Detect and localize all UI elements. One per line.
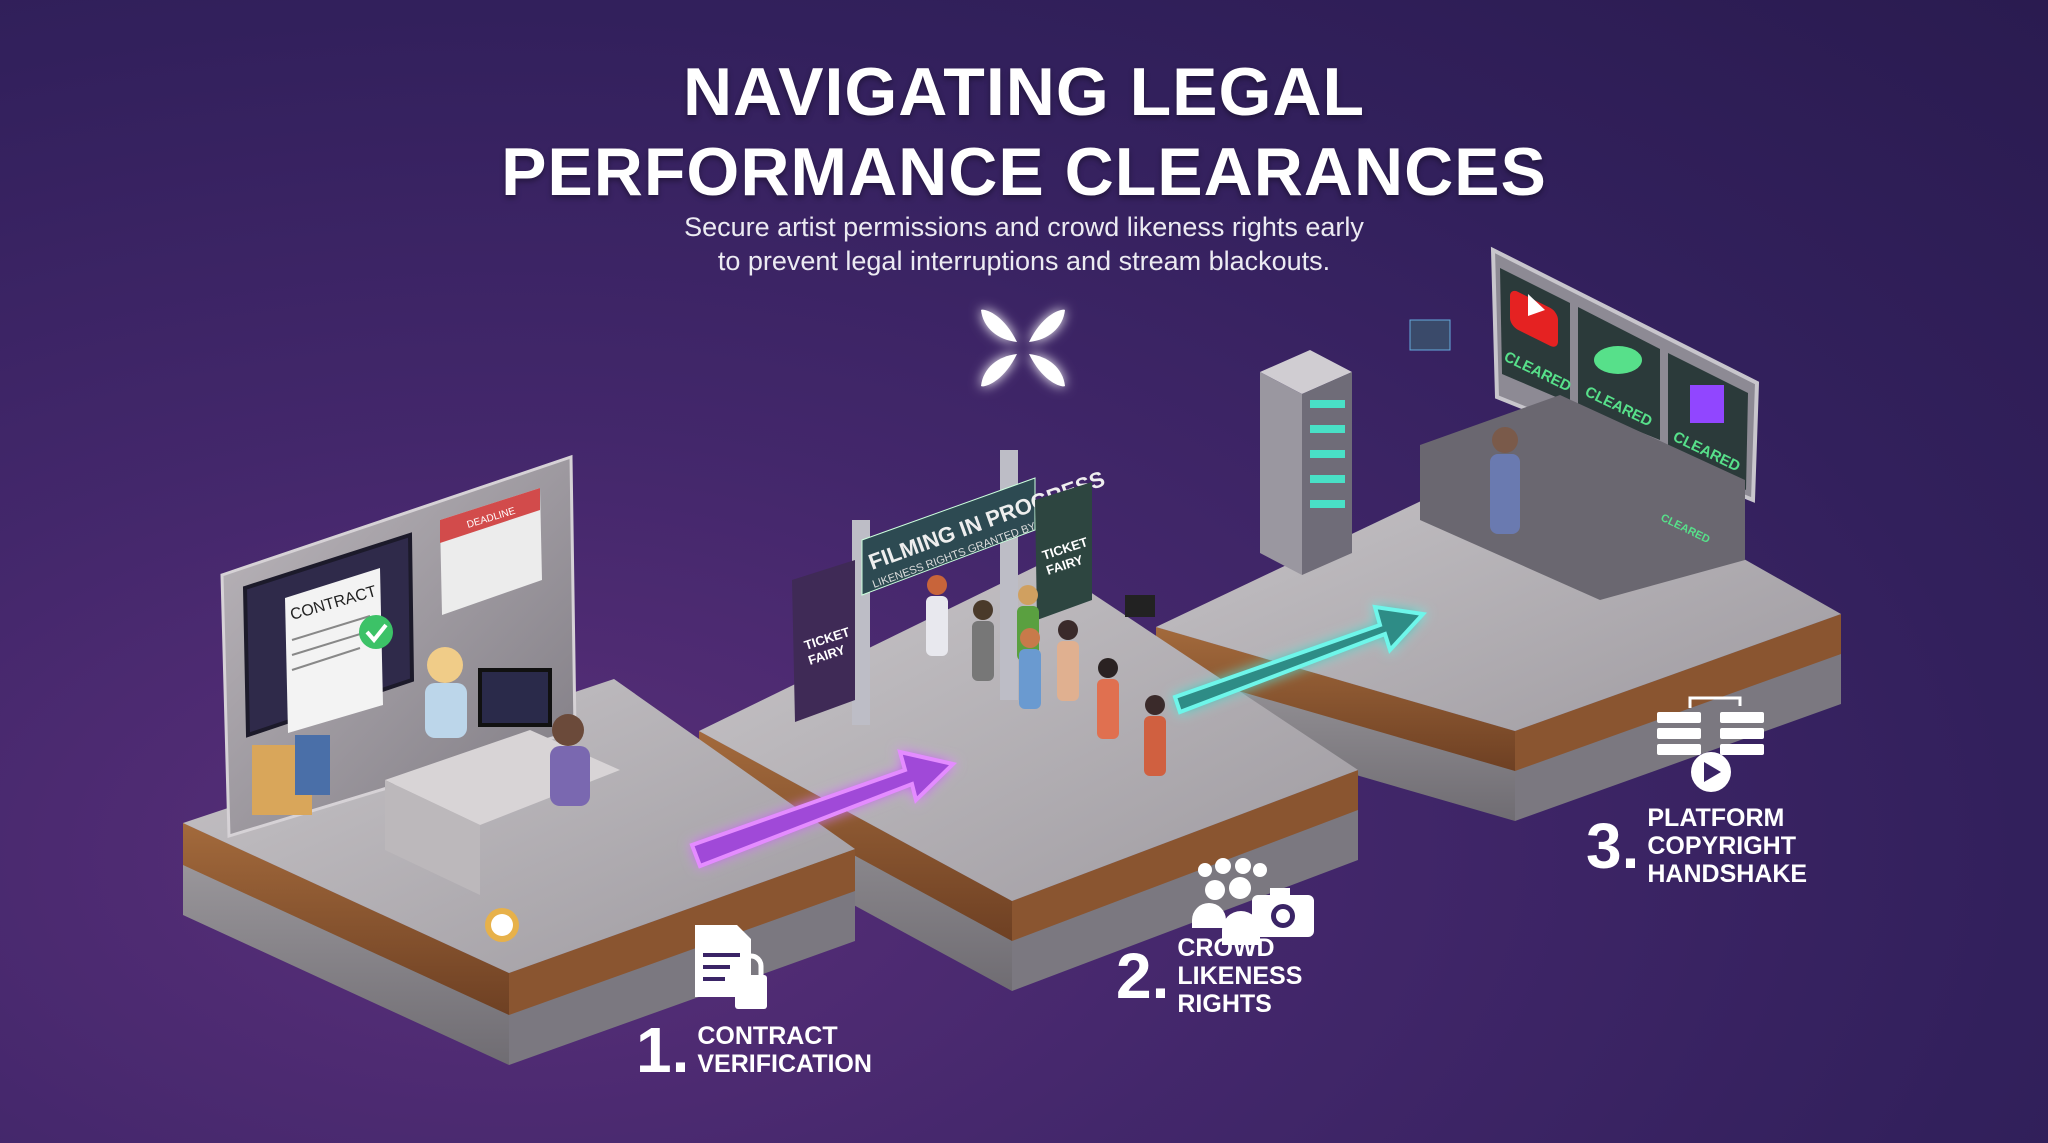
document-lock-icon	[695, 925, 767, 1009]
youtube-icon	[1510, 290, 1558, 347]
step-label: PLATFORM COPYRIGHT HANDSHAKE	[1647, 804, 1808, 888]
twitch-icon	[1690, 385, 1724, 423]
step-2-crowd-likeness-rights: 2. CROWD LIKENESS RIGHTS	[1116, 934, 1302, 1018]
worker-2	[552, 714, 584, 746]
contract-document	[285, 568, 383, 733]
page-title: NAVIGATING LEGAL PERFORMANCE CLEARANCES	[0, 52, 2048, 212]
office-desk	[252, 647, 620, 942]
page-subtitle: Secure artist permissions and crowd like…	[0, 210, 2048, 278]
video-camera	[1125, 595, 1155, 617]
step-3-platform-copyright-handshake: 3. PLATFORM COPYRIGHT HANDSHAKE	[1586, 804, 1807, 888]
ticket-fairy-banner-left	[792, 560, 855, 722]
cyan-arrow	[1172, 604, 1428, 715]
pink-arrow	[689, 749, 958, 869]
subtitle-line-2: to prevent legal interruptions and strea…	[717, 246, 1331, 276]
computer-monitor	[478, 668, 552, 727]
youtube-play	[1528, 294, 1545, 316]
worker-1	[427, 647, 463, 683]
subtitle-line-1: Secure artist permissions and crowd like…	[684, 212, 1364, 242]
step-1-contract-verification: 1. CONTRACT VERIFICATION	[636, 1018, 872, 1082]
ticket-fairy-logo	[981, 309, 1065, 387]
check-icon	[359, 615, 393, 649]
platform-1	[183, 679, 855, 1065]
operator	[1492, 427, 1518, 453]
step-number: 1.	[636, 1014, 690, 1086]
crowd	[926, 575, 1166, 776]
step-number: 2.	[1116, 940, 1170, 1012]
server-rack	[1260, 350, 1352, 575]
step-label: CONTRACT VERIFICATION	[697, 1022, 872, 1078]
floating-youtube-card	[1409, 319, 1451, 351]
title-line-1: NAVIGATING LEGAL	[682, 54, 1366, 130]
handshake-icon	[1594, 346, 1642, 374]
title-line-2: PERFORMANCE CLEARANCES	[501, 134, 1547, 210]
clearance-monitor-wall: CLEARED CLEARED CLEARED CLEARED	[1409, 246, 1760, 600]
crowd-camera-icon	[1192, 858, 1314, 945]
step-label: CROWD LIKENESS RIGHTS	[1177, 934, 1303, 1018]
step-number: 3.	[1586, 810, 1640, 882]
server-play-icon	[1657, 696, 1764, 792]
ticket-fairy-banner-right	[1035, 482, 1092, 620]
